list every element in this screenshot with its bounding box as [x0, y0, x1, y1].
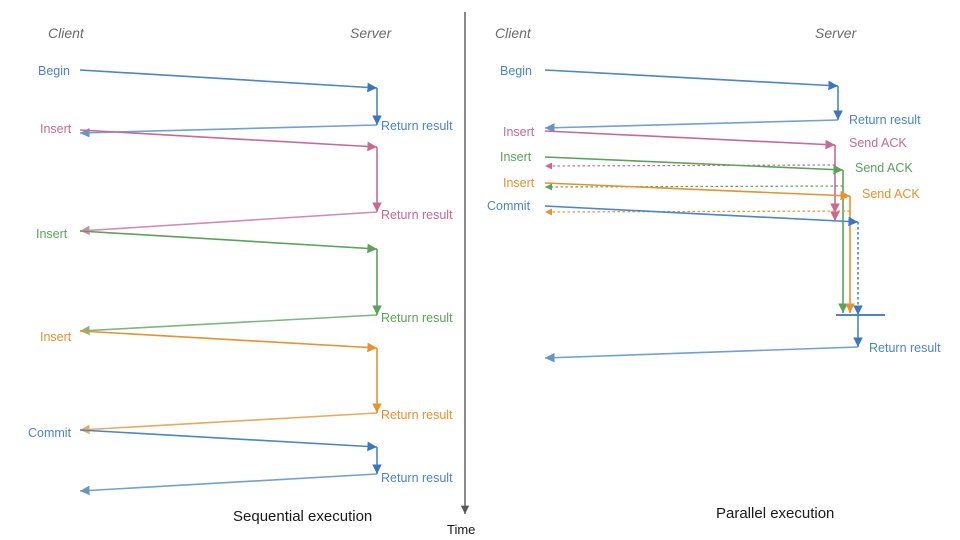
- request-arrow: [544, 182, 851, 201]
- panel-sequential: [79, 69, 382, 496]
- request-arrow: [544, 69, 839, 91]
- response-arrow: [79, 314, 378, 336]
- request-arrow: [79, 129, 378, 152]
- panel-parallel: [544, 69, 885, 363]
- ack-arrow: [544, 208, 851, 216]
- response-arrow: [79, 211, 378, 236]
- request-arrow: [79, 69, 378, 93]
- ack-arrow: [544, 162, 836, 170]
- request-arrow: [544, 130, 836, 150]
- request-arrow: [544, 205, 859, 227]
- response-arrow: [544, 119, 839, 133]
- response-arrow: [544, 346, 859, 363]
- response-arrow: [79, 412, 378, 435]
- response-arrow: [79, 124, 378, 138]
- request-arrow: [79, 230, 378, 254]
- request-arrow: [79, 330, 378, 353]
- response-arrow: [79, 473, 378, 496]
- request-arrow: [79, 429, 378, 452]
- ack-arrow: [544, 183, 844, 191]
- request-arrow: [544, 156, 844, 175]
